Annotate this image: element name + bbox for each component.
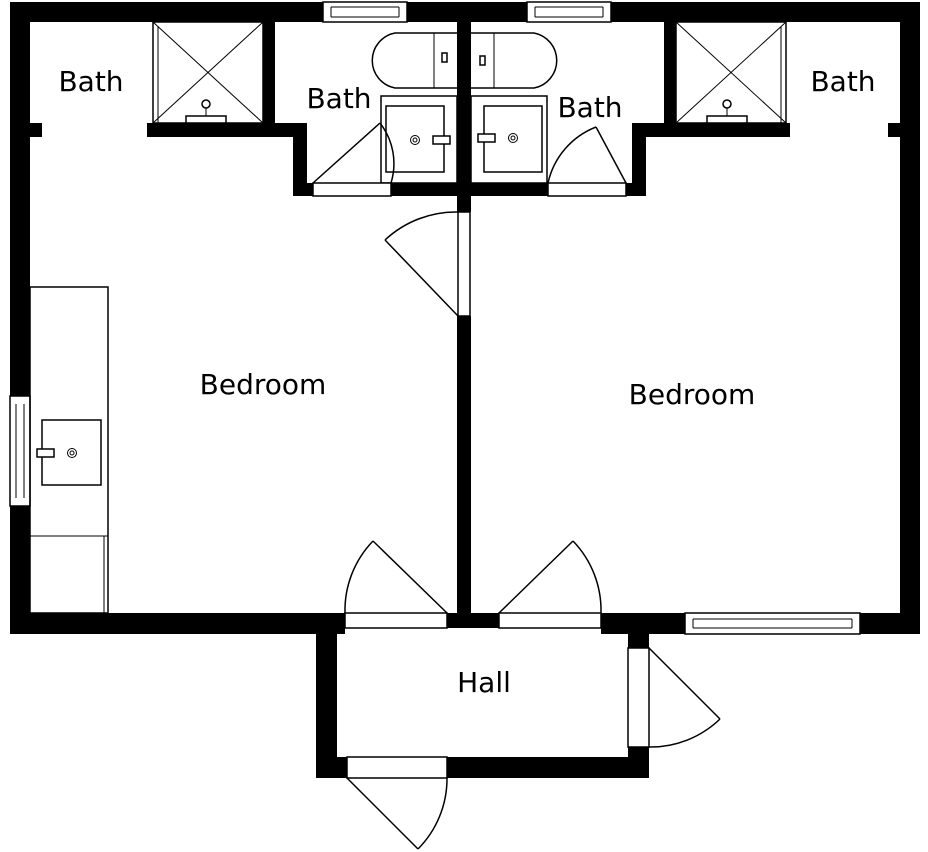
door-bath-center-left [312,122,395,197]
wall-bath-fl-right [263,2,275,137]
sink-center-left [380,95,458,184]
walls [10,2,920,778]
wall-bottom-mid [447,613,499,628]
wall-hall-right-upper [628,613,649,648]
door-hall-bottom [346,756,448,850]
doors [312,122,721,850]
wall-bath-fr-left [664,2,676,137]
wall-hall-bottom-left [316,757,347,778]
wall-right [900,2,920,634]
wall-bath-cl-bottom-b [391,183,471,196]
wall-bath-cl-bottom-a [293,183,313,196]
wall-bath-cr-right [632,123,646,196]
door-bedroom-left [344,540,448,629]
label-bath-center-left: Bath [306,82,371,115]
fixtures [29,21,787,614]
window-top-right [526,1,612,23]
label-bedroom-left: Bedroom [200,368,327,401]
counter-left [29,286,109,614]
shower-right [675,21,787,124]
door-bath-center-right [547,126,627,197]
wall-bath-fl-bottom-a [30,123,42,137]
wall-bath-fr-bottom-a [632,123,790,137]
shower-left [152,21,264,124]
wall-left-lower [10,506,30,634]
bathtub-left [371,32,457,89]
wall-bath-cl-left [293,123,307,196]
door-bedroom-right [498,540,602,629]
window-left [9,395,31,507]
label-bath-center-right: Bath [557,91,622,124]
wall-hall-bottom-right [447,757,649,778]
wall-bottom-right-b [860,613,920,634]
wall-left-upper [10,2,30,396]
window-bottom-right [684,612,861,635]
windows [9,1,861,635]
room-labels: Bath Bath Bath Bath Bedroom Bedroom Hall [58,65,875,699]
wall-bath-cr-bottom-a [457,183,548,196]
door-hall-right [627,647,721,748]
wall-bath-fl-bottom-b [147,123,307,137]
label-hall: Hall [457,666,511,699]
window-top-left [322,1,408,23]
wall-bath-fr-bottom-b [888,123,900,137]
bathtub-right [471,32,558,89]
wall-center-lower [457,316,471,628]
wall-center-upper [457,2,471,212]
wall-bottom-left [10,613,345,634]
sink-center-right [470,95,548,184]
wall-hall-right-lower [628,747,649,778]
label-bath-far-left: Bath [58,65,123,98]
label-bath-far-right: Bath [810,65,875,98]
wall-hall-left [316,613,337,778]
door-between-bedrooms [384,211,471,317]
label-bedroom-right: Bedroom [629,378,756,411]
